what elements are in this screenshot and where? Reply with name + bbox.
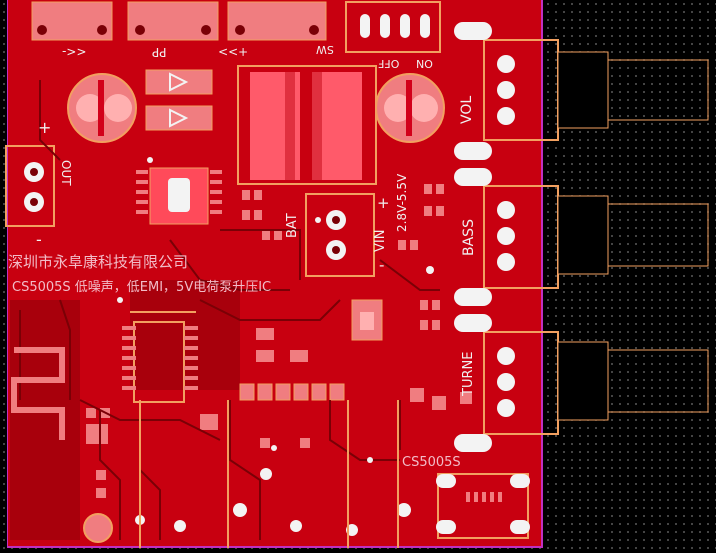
label-sw: SW <box>316 43 334 56</box>
ic-main <box>136 167 222 225</box>
potentiometer-vol <box>483 39 709 141</box>
label-bass: BASS <box>461 219 477 256</box>
label-turne: TURNE <box>461 351 476 396</box>
capacitor-right <box>375 73 445 143</box>
label-on: ON <box>416 57 433 70</box>
antenna <box>11 347 65 440</box>
ic-sop <box>122 321 198 403</box>
label-voltage-range: 2.8V-5.5V <box>395 173 409 232</box>
label-company: 深圳市永阜康科技有限公司 <box>8 253 189 271</box>
label-out: OUT <box>59 160 73 186</box>
label-plus-out: + <box>38 118 52 137</box>
vin-connector <box>305 193 375 277</box>
button-prev <box>31 1 113 41</box>
label-vin-minus: - <box>379 256 385 274</box>
component-outlines <box>130 311 399 548</box>
label-off: OFF <box>378 57 400 70</box>
out-connector <box>5 145 55 227</box>
label-next: +>> <box>218 45 249 59</box>
vias <box>117 157 483 536</box>
traces <box>19 80 440 540</box>
crystal <box>83 513 113 543</box>
label-vol: VOL <box>459 95 475 124</box>
potentiometer-turne <box>483 331 709 435</box>
label-bat: BAT <box>285 213 300 238</box>
label-pp: PP <box>152 45 167 59</box>
label-vin: VIN <box>373 229 388 252</box>
resistor-row <box>239 383 345 401</box>
label-minus-out: - <box>36 230 42 249</box>
button-next <box>227 1 327 41</box>
label-chip-name: CS5005S <box>402 455 461 470</box>
potentiometer-bass <box>483 185 709 289</box>
power-switch <box>345 1 441 53</box>
label-vin-plus: + <box>377 194 390 212</box>
diodes <box>145 69 213 131</box>
inductor <box>237 65 377 185</box>
button-pp <box>127 1 219 41</box>
label-chip-desc: CS5005S 低噪声，低EMI，5V电荷泵升压IC <box>12 280 272 295</box>
usb-connector <box>436 473 530 539</box>
ic-cs5005s <box>351 299 383 341</box>
smd-pads <box>86 184 472 498</box>
capacitor-left <box>67 73 137 143</box>
mounting-tabs <box>454 22 492 452</box>
label-prev: <<- <box>62 45 87 59</box>
